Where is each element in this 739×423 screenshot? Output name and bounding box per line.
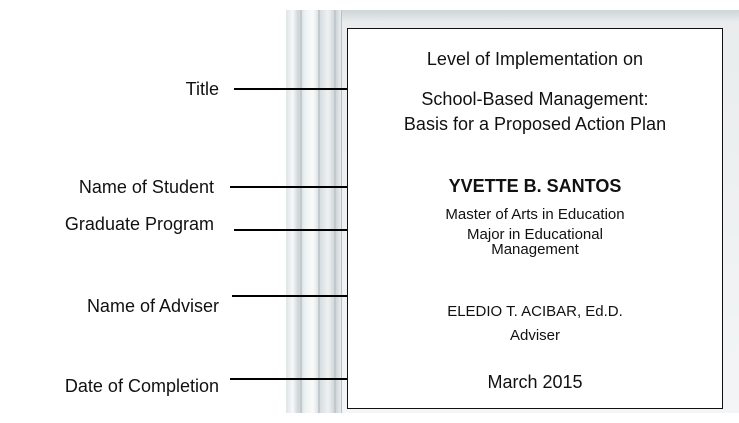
arrow-program [234,224,366,236]
arrow-student [230,181,366,193]
spine-ridge-middle [318,10,320,413]
arrow-date [230,373,366,385]
label-date-of-completion: Date of Completion [64,376,219,396]
case-top-edge [286,10,739,22]
cover-student-name: YVETTE B. SANTOS [448,176,622,196]
cover-title-line-2: School-Based Management: [421,89,649,109]
cover-program-line-3: Management [491,241,579,258]
cover-title-line-3: Basis for a Proposed Action Plan [403,114,667,134]
arrow-title [234,83,366,95]
cover-adviser-name: ELEDIO T. ACIBAR, Ed.D. [447,303,623,320]
label-name-of-student: Name of Student [78,177,214,197]
arrow-adviser [232,290,366,302]
case-spine [286,10,342,413]
cover-program-line-2: Major in Educational [467,226,603,243]
cover-adviser-role: Adviser [509,327,561,344]
thesis-cover: Level of Implementation on School-Based … [347,28,723,409]
cover-date: March 2015 [487,372,583,392]
label-name-of-adviser: Name of Adviser [86,296,219,316]
spine-ridge-left [300,10,302,413]
label-title: Title [185,79,219,99]
label-graduate-program: Graduate Program [64,214,214,234]
spine-ridge-right [334,10,336,413]
cover-title-line-1: Level of Implementation on [426,49,644,69]
cover-program-line-1: Master of Arts in Education [445,206,625,223]
